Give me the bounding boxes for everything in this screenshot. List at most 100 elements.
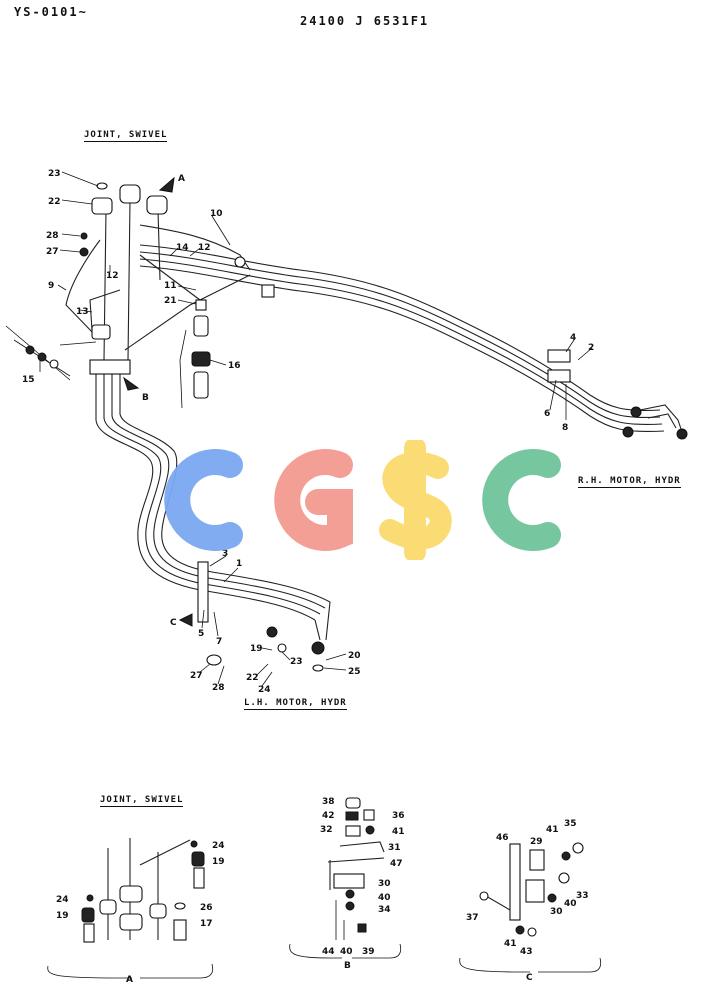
detail-a-nipple-right: [193, 867, 205, 889]
watermark-s: [379, 440, 452, 560]
clamp-lh: [197, 561, 209, 623]
svg-text:42: 42: [322, 811, 335, 821]
label-view-c: C: [170, 618, 177, 628]
svg-text:46: 46: [496, 833, 509, 843]
svg-text:12: 12: [106, 271, 119, 281]
tube-bundle-lh: [95, 360, 331, 641]
clamp-rh-lower: [547, 369, 571, 383]
detail-c-29: [529, 849, 545, 871]
detail-a-ring-26: [174, 902, 186, 910]
svg-text:34: 34: [378, 905, 391, 915]
svg-text:43: 43: [520, 947, 533, 957]
svg-text:27: 27: [190, 671, 203, 681]
detail-c-40: [547, 893, 557, 903]
part-15-a: [25, 345, 35, 355]
part-numbers-main: 23 22 28 27 9 13 15 12 14 12 10 11 21 16…: [22, 169, 594, 695]
detail-b-label: B: [344, 961, 351, 971]
svg-text:26: 26: [200, 903, 213, 913]
watermark-c2: [482, 449, 561, 551]
fitting-center: [91, 324, 111, 340]
swivel-cap: [119, 184, 141, 204]
part-15-c: [49, 359, 59, 369]
detail-a-seal-right: [149, 903, 167, 919]
ring-23: [96, 182, 108, 190]
tube-bundle-rh: [139, 244, 683, 433]
svg-text:20: 20: [348, 651, 361, 661]
detail-a-seal-bot: [119, 913, 143, 931]
view-arrow-b: [123, 376, 140, 391]
svg-text:5: 5: [198, 629, 204, 639]
detail-c-label: C: [526, 973, 533, 983]
bolt-28: [80, 232, 88, 240]
fitting-21: [195, 299, 207, 311]
elbow-27: [206, 654, 222, 666]
caption-rh-motor: R.H. MOTOR, HYDR: [578, 476, 681, 488]
part-16-bottom: [193, 371, 209, 399]
svg-text:1: 1: [236, 559, 242, 569]
svg-text:24: 24: [258, 685, 271, 695]
label-view-a: A: [178, 174, 185, 184]
fitting-10: [234, 256, 246, 268]
svg-text:29: 29: [530, 837, 543, 847]
svg-text:12: 12: [198, 243, 211, 253]
label-view-b: B: [142, 393, 149, 403]
detail-a-seal-left: [99, 899, 117, 915]
svg-text:4: 4: [570, 333, 576, 343]
svg-text:8: 8: [562, 423, 568, 433]
watermark-g: [274, 449, 353, 551]
part-16-assembly: [179, 315, 211, 409]
svg-text:9: 9: [48, 281, 54, 291]
fitting-lh-1: [311, 641, 325, 655]
washer-27: [79, 247, 89, 257]
svg-text:40: 40: [378, 893, 391, 903]
detail-a-seal-top: [119, 885, 143, 903]
detail-a: 24 19 24 19 26 17 A: [47, 838, 225, 985]
svg-text:41: 41: [392, 827, 405, 837]
svg-text:19: 19: [212, 857, 225, 867]
svg-text:28: 28: [212, 683, 225, 693]
fitting-upper: [261, 284, 275, 298]
detail-b: 38 42 32 36 41 31 47 30 40 34 44 40 39 B: [289, 797, 405, 971]
svg-text:35: 35: [564, 819, 577, 829]
detail-c-30: [525, 879, 545, 903]
caption-joint-swivel-bottom: JOINT, SWIVEL: [100, 795, 184, 807]
fitting-rh-1: [630, 406, 642, 418]
caption-lh-motor: L.H. MOTOR, HYDR: [244, 698, 347, 710]
cgsc-watermark-logo: [164, 440, 561, 560]
detail-b-40: [345, 889, 355, 899]
svg-text:7: 7: [216, 637, 222, 647]
detail-c-41-top: [561, 851, 571, 861]
svg-text:15: 15: [22, 375, 35, 385]
part-15-assembly: [5, 325, 97, 381]
svg-text:28: 28: [46, 231, 59, 241]
svg-text:47: 47: [390, 859, 403, 869]
detail-b-34: [345, 901, 355, 911]
svg-text:19: 19: [250, 644, 263, 654]
svg-text:44: 44: [322, 947, 335, 957]
detail-b-36: [363, 809, 375, 821]
svg-text:27: 27: [46, 247, 59, 257]
view-arrow-c: [178, 613, 193, 627]
svg-text:6: 6: [544, 409, 550, 419]
detail-a-nipple-left: [83, 923, 95, 943]
svg-text:21: 21: [164, 296, 177, 306]
detail-c-37: [479, 891, 489, 901]
detail-c-33: [558, 872, 570, 884]
swivel-base: [89, 359, 131, 375]
svg-text:2: 2: [588, 343, 594, 353]
fitting-rh-2: [622, 426, 634, 438]
detail-b-32: [345, 825, 361, 837]
svg-text:22: 22: [48, 197, 61, 207]
detail-a-ring-24-right: [190, 840, 198, 848]
detail-c-46: [509, 843, 521, 921]
svg-text:17: 17: [200, 919, 213, 929]
svg-text:32: 32: [320, 825, 333, 835]
svg-text:39: 39: [362, 947, 375, 957]
part-16-mid: [191, 351, 211, 367]
detail-a-ring-24-left: [86, 894, 94, 902]
view-arrow-a: [158, 176, 175, 193]
fitting-lh-3: [277, 643, 287, 653]
detail-c-43: [527, 927, 537, 937]
seal-22: [91, 197, 113, 215]
